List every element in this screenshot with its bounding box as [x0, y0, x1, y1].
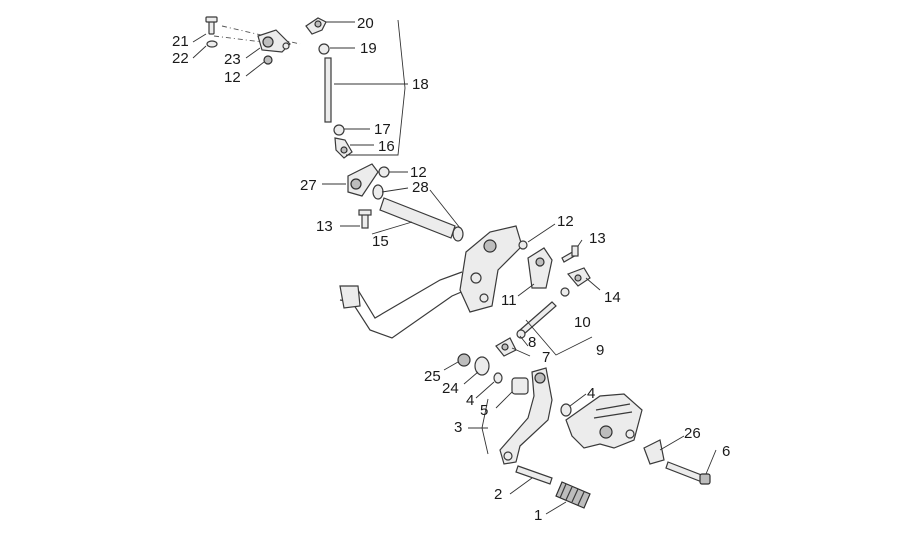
callout-4: 4: [466, 392, 474, 409]
bolt-21: [205, 16, 218, 35]
callout-12: 12: [224, 69, 241, 86]
callout-12: 12: [410, 164, 427, 181]
callout-11: 11: [501, 292, 517, 309]
nut-19: [318, 43, 330, 55]
callout-9: 9: [596, 342, 604, 359]
lever-11: [527, 247, 553, 289]
callout-labels: 21 22 23 12 20 19 18 17 16 27 12 28 13 1…: [172, 15, 730, 524]
callout-24: 24: [442, 380, 459, 397]
callout-1: 1: [534, 507, 542, 524]
shift-rod-18: [324, 57, 332, 123]
callout-18: 18: [412, 76, 429, 93]
bushing-5: [511, 377, 529, 395]
rod-end-14: [566, 267, 591, 287]
callout-25: 25: [424, 368, 441, 385]
callout-4: 4: [587, 385, 595, 402]
mounting-bracket: [459, 225, 523, 313]
washer-22: [206, 40, 218, 48]
callout-23: 23: [224, 51, 241, 68]
washer-28-b: [452, 226, 464, 242]
washer-24: [474, 356, 490, 376]
callout-22: 22: [172, 50, 189, 67]
callout-13: 13: [589, 230, 606, 247]
lever-23: [257, 29, 291, 53]
washer-4-left: [493, 372, 503, 384]
gear-pedal-3: [499, 367, 553, 465]
callout-12: 12: [557, 213, 574, 230]
nut-17: [333, 124, 345, 136]
nut-12-mid: [378, 166, 390, 178]
lever-27: [347, 163, 379, 197]
rod-end-16: [334, 137, 353, 159]
callout-17: 17: [374, 121, 391, 138]
callout-15: 15: [372, 233, 389, 250]
nut-12-right: [518, 240, 528, 250]
callout-26: 26: [684, 425, 701, 442]
callout-21: 21: [172, 33, 189, 50]
callout-10: 10: [574, 314, 591, 331]
link-rod-10: [519, 301, 557, 335]
callout-19: 19: [360, 40, 377, 57]
frame-tube: [339, 271, 467, 339]
bolt-13-left: [358, 209, 372, 229]
callout-16: 16: [378, 138, 395, 155]
washer-28-a: [372, 184, 384, 200]
callout-8: 8: [528, 334, 536, 351]
callout-3: 3: [454, 419, 462, 436]
bolt-13-right: [561, 245, 579, 263]
washer-4-right: [560, 403, 572, 417]
shaft-15: [379, 197, 456, 239]
footrest-plate: [565, 393, 643, 449]
nut-8: [516, 329, 526, 339]
callout-14: 14: [604, 289, 621, 306]
leader-lines: [192, 21, 717, 515]
nut-25: [457, 353, 471, 367]
callout-5: 5: [480, 402, 488, 419]
callout-6: 6: [722, 443, 730, 460]
spacer-26: [643, 439, 665, 465]
bolt-6: [665, 461, 711, 485]
callout-27: 27: [300, 177, 317, 194]
callout-7: 7: [542, 349, 550, 366]
pin-2: [515, 465, 553, 485]
rubber-1: [555, 481, 591, 509]
callout-20: 20: [357, 15, 374, 32]
rod-end-20: [305, 17, 327, 35]
callout-13: 13: [316, 218, 333, 235]
nut-12-top: [263, 55, 273, 65]
nut-14: [560, 287, 570, 297]
callout-2: 2: [494, 486, 502, 503]
rod-end-7: [495, 337, 517, 357]
callout-28: 28: [412, 179, 429, 196]
